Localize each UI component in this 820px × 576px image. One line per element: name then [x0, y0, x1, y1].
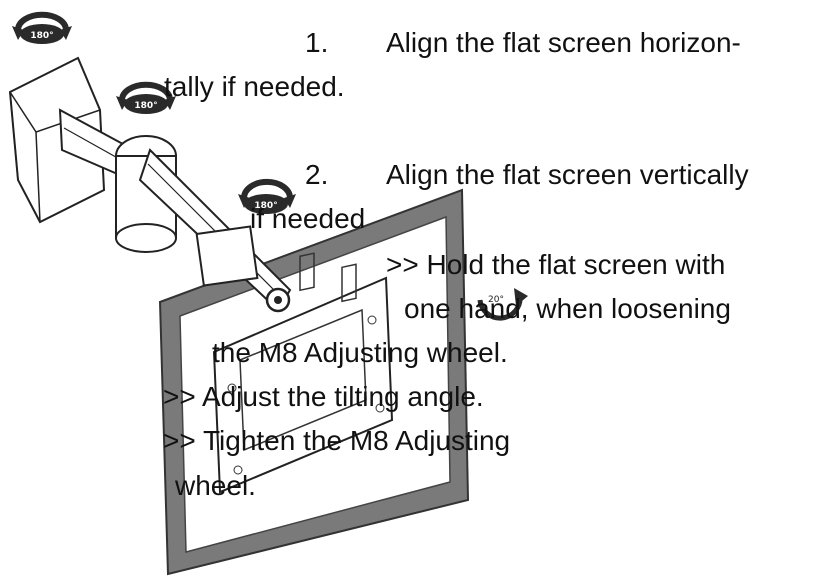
hold-instruction-line1: >> Hold the flat screen with	[386, 249, 726, 280]
step-1-text-line1: Align the flat screen horizon-	[386, 27, 741, 58]
badge-label: 180°	[134, 101, 157, 111]
step-2-number: 2.	[305, 159, 329, 190]
plate-hole	[367, 315, 377, 325]
wall-bracket-detail	[9, 91, 101, 223]
plate-hole	[227, 383, 237, 393]
step-1-number: 1.	[305, 27, 329, 58]
adjust-instruction: >> Adjust the tilting angle.	[163, 381, 484, 412]
badge-label: 180°	[30, 31, 53, 41]
plate-slot	[299, 252, 315, 292]
tighten-instruction-line2: wheel.	[175, 470, 256, 501]
plate-hole	[375, 403, 385, 413]
step-2-text-line1: Align the flat screen vertically	[386, 159, 749, 190]
plate-hole	[233, 465, 243, 475]
rotation-badge-tilt: 20°	[477, 288, 528, 321]
tighten-instruction-line1: >> Tighten the M8 Adjusting	[163, 425, 511, 456]
rotation-badge-lower: 180°	[238, 178, 296, 214]
step-2-text-line2: if needed	[250, 203, 366, 234]
badge-label: 20°	[488, 295, 504, 305]
rotation-badge-top-left: 180°	[12, 11, 72, 44]
vesa-plate	[212, 276, 394, 494]
vesa-plate-inner	[239, 308, 367, 452]
swivel-joint-lower	[195, 225, 259, 287]
badge-label: 180°	[254, 201, 277, 211]
rotation-badge-middle: 180°	[116, 81, 176, 114]
hold-instruction-line3: the M8 Adjusting wheel.	[212, 337, 508, 368]
hold-instruction-line2: one hand, when loosening	[404, 293, 731, 324]
step-1-text-line2: tally if needed.	[164, 71, 345, 102]
plate-slot	[341, 263, 357, 303]
